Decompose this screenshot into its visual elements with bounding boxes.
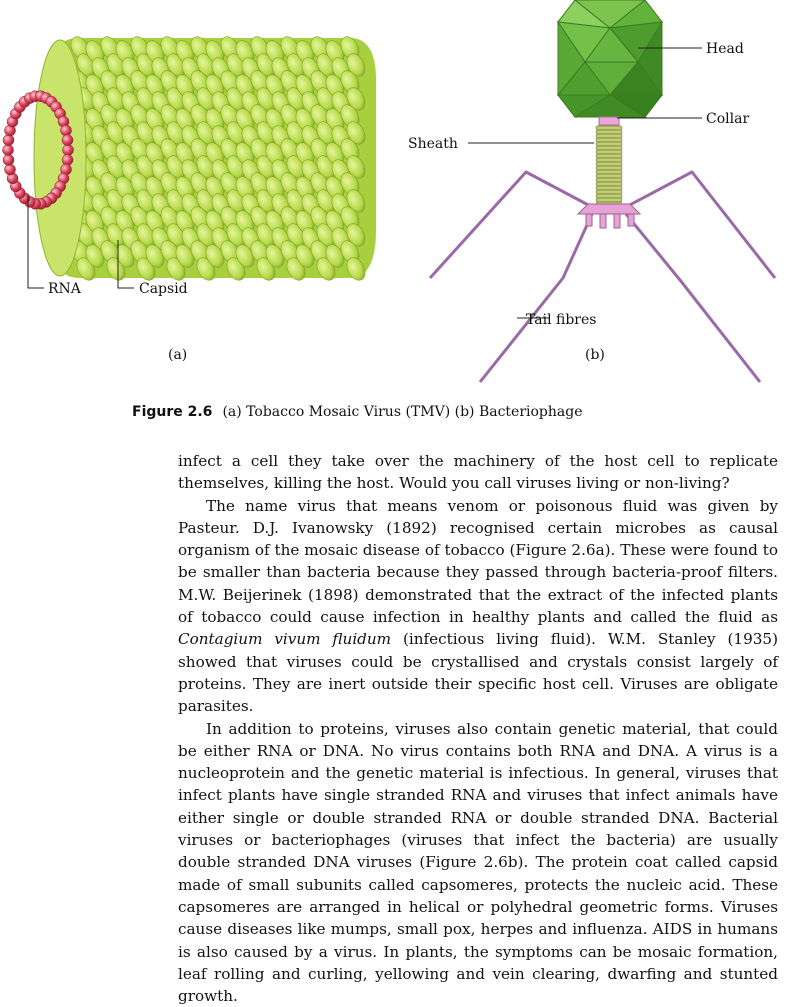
paragraph-2-italic-term: Contagium vivum fluidum [178,630,392,649]
capsomere [346,121,366,145]
capsomere [346,53,366,77]
sheath-ring [595,137,623,143]
sheath-ring [595,133,623,139]
sheath-ring [595,169,623,175]
capsomere [346,257,366,281]
paragraph-3: In addition to proteins, viruses also co… [178,719,778,1006]
paragraph-1: infect a cell they take over the machine… [178,452,778,493]
phage-sheath [595,125,623,207]
rna-bead [2,154,15,166]
sheath-ring [595,157,623,163]
capsomere [346,189,366,213]
sheath-ring [595,173,623,179]
rna-bead [2,134,15,146]
sheath-ring [595,165,623,171]
label-rna: RNA [48,281,82,297]
rna-bead [61,154,74,166]
label-sheath: Sheath [408,136,458,152]
phage-tail-fibres [428,170,777,383]
rna-bead [60,124,72,137]
rna-bead [2,144,14,156]
sheath-ring [595,141,623,147]
figure-caption-text: (a) Tobacco Mosaic Virus (TMV) (b) Bacte… [222,404,583,420]
rna-bead [61,134,74,146]
tmv-capsid-illustration [33,36,376,281]
phage-baseplate [576,203,642,229]
label-panel-a: (a) [168,347,187,363]
sheath-ring [595,153,623,159]
sheath-ring [595,125,623,131]
label-collar: Collar [706,111,749,127]
tmv-leader-lines [27,195,134,289]
sheath-ring [595,193,623,199]
label-head: Head [706,41,744,57]
label-capsid: Capsid [139,281,188,297]
bacteriophage-illustration [428,0,777,383]
rna-strand [2,90,74,210]
figure-caption: Figure 2.6 (a) Tobacco Mosaic Virus (TMV)… [132,404,583,420]
sheath-ring [595,149,623,155]
sheath-ring [595,161,623,167]
body-text: infect a cell they take over the machine… [178,450,778,1007]
phage-head [556,0,664,118]
sheath-ring [595,145,623,151]
label-tail-fibres: Tail fibres [526,312,596,328]
sheath-ring [595,197,623,203]
sheath-ring [595,185,623,191]
capsomere [346,155,366,179]
capsomere [346,87,366,111]
rna-bead [62,144,74,156]
sheath-ring [595,189,623,195]
label-panel-b: (b) [585,347,605,363]
sheath-ring [595,177,623,183]
capsomere-subunits [70,36,366,281]
figure-number: Figure 2.6 [132,404,213,420]
sheath-ring [595,181,623,187]
capsomere [346,223,366,247]
phage-leader-lines [468,47,702,319]
paragraph-2-part-a: The name virus that means venom or poiso… [178,496,778,627]
rna-bead [4,163,16,176]
paragraph-2: The name virus that means venom or poiso… [178,495,778,718]
virus-figure: RNA Capsid (a) [2,0,777,383]
sheath-ring [595,129,623,135]
phage-collar [598,116,620,126]
paragraph-2-part-b: (infectious living fluid). W.M. Stanley … [178,630,779,716]
